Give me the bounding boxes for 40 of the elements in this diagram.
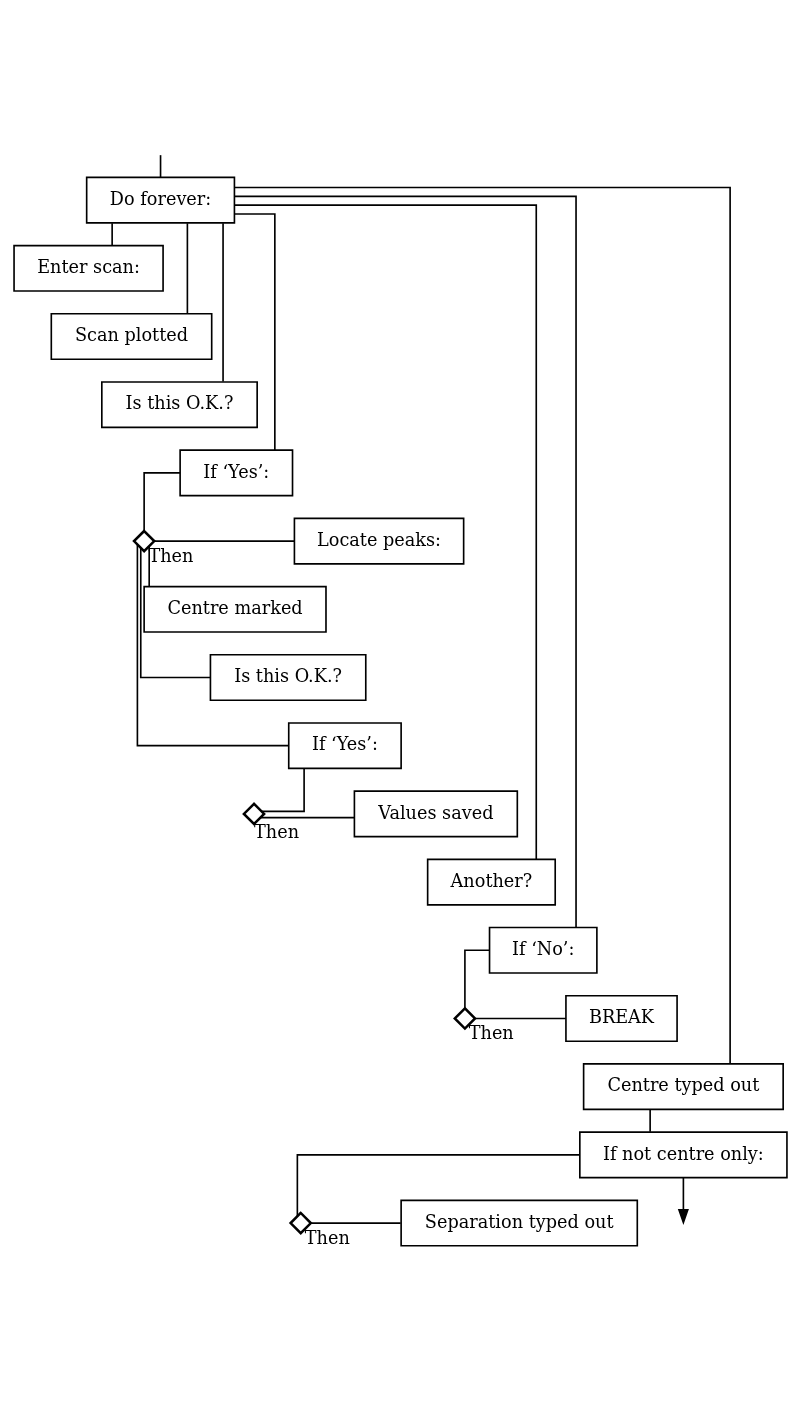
node-box: Scan plotted	[50, 312, 212, 361]
node-diamond	[241, 802, 266, 826]
node-box: Centre marked	[142, 585, 327, 633]
node-box: Another?	[426, 858, 556, 906]
connector	[233, 213, 276, 451]
node-box: Is this O.K.?	[100, 381, 258, 429]
node-box: Values saved	[353, 790, 518, 838]
connector	[296, 1154, 580, 1218]
node-box: If not centre only:	[578, 1131, 788, 1179]
arrow	[677, 1177, 689, 1225]
connector	[233, 204, 537, 860]
connector	[260, 767, 305, 813]
connector	[139, 547, 211, 679]
node-box: Is this O.K.?	[209, 653, 367, 702]
connector	[309, 1222, 401, 1224]
node-box: Separation typed out	[399, 1199, 638, 1247]
connector	[186, 222, 188, 315]
node-box: Do forever:	[85, 176, 235, 224]
connector	[153, 540, 295, 542]
node-box: If ‘Yes’:	[287, 722, 402, 770]
node-box: If ‘No’:	[488, 926, 598, 974]
connector	[110, 222, 113, 247]
connector	[142, 472, 181, 532]
connector	[473, 1017, 567, 1020]
edge-label: Then	[304, 1227, 350, 1248]
node-box: Centre typed out	[582, 1063, 784, 1111]
connector	[648, 1108, 651, 1133]
connector	[136, 543, 289, 747]
node-box: Locate peaks:	[293, 517, 464, 565]
connector	[259, 816, 355, 819]
connector	[233, 195, 577, 929]
edge-label: Then	[468, 1023, 514, 1044]
connector	[159, 154, 161, 179]
node-box: If ‘Yes’:	[178, 449, 293, 497]
node-box: Enter scan:	[12, 244, 164, 292]
connector	[221, 222, 224, 383]
node-box: BREAK	[564, 994, 678, 1043]
connector	[233, 186, 731, 1065]
connector	[463, 949, 490, 1009]
edge-label: Then	[253, 822, 299, 843]
